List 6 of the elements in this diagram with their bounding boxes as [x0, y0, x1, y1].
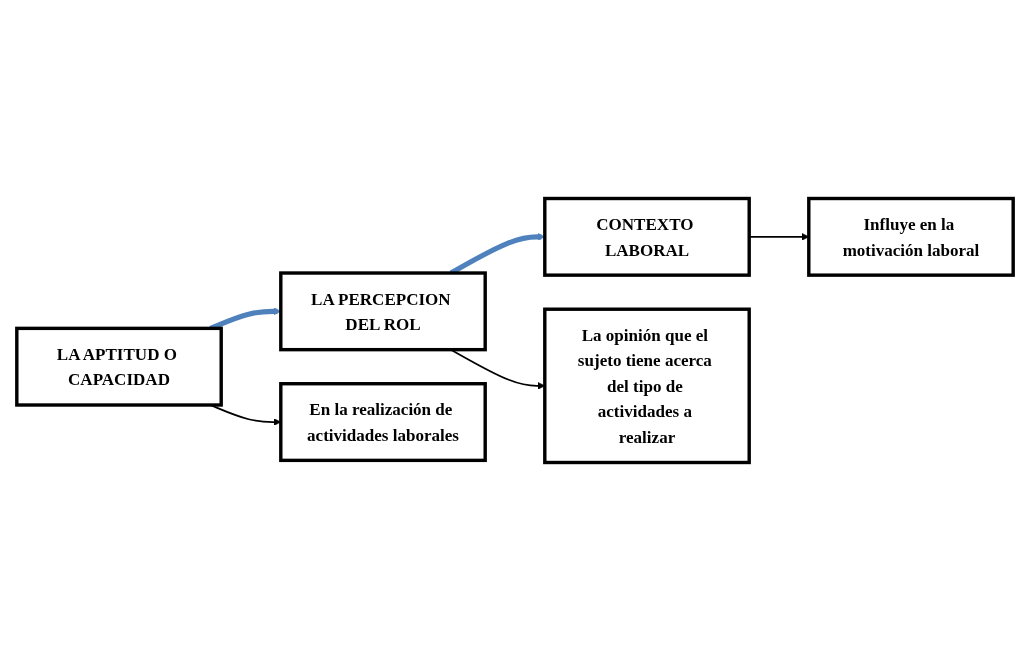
node-box: CONTEXTO LABORAL: [543, 196, 751, 277]
node-box: Influye en la motivación laboral: [807, 196, 1015, 277]
node-box: LA APTITUD O CAPACIDAD: [15, 326, 223, 407]
node-box: LA PERCEPCION DEL ROL: [279, 271, 487, 352]
node-box: La opinión que el sujeto tiene acerca del tipo de actividades a realizar: [543, 307, 751, 465]
node-box: En la realización de actividades laborales: [279, 382, 487, 463]
